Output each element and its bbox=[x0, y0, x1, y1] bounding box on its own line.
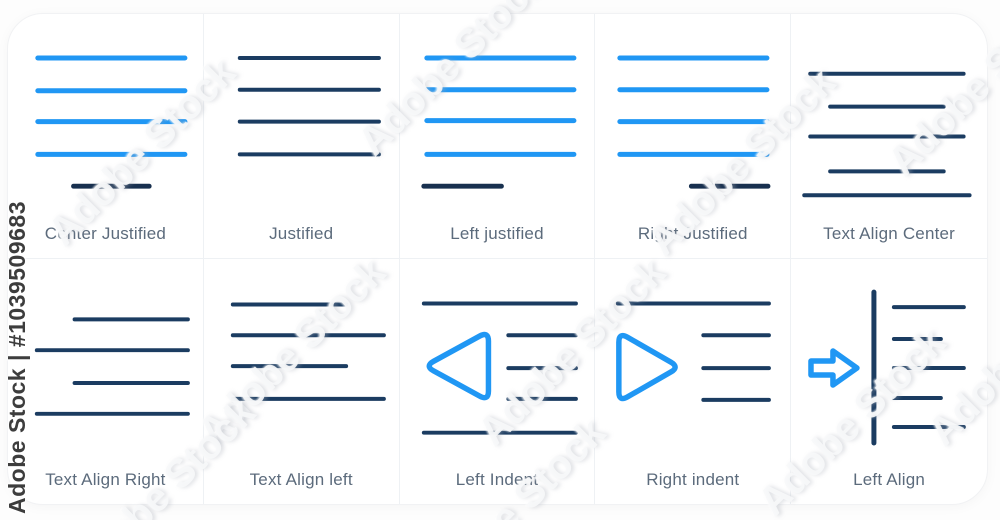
left-triangle-shape bbox=[426, 331, 491, 401]
icon-label: Justified bbox=[269, 224, 334, 243]
icon-cell-right-justified: Right Justified bbox=[595, 14, 792, 259]
text-align-center-icon bbox=[802, 71, 972, 198]
icon-cell-text-align-center: Text Align Center bbox=[791, 14, 987, 259]
left-align-icon bbox=[808, 289, 967, 446]
icon-sheet-card: Center Justified Justified Left justifie… bbox=[7, 13, 988, 505]
right-indent-icon bbox=[616, 301, 772, 402]
icon-cell-text-align-right: Text Align Right bbox=[8, 259, 204, 504]
icon-label: Center Justified bbox=[44, 224, 167, 243]
icon-cell-left-justified: Left justified bbox=[399, 14, 596, 259]
justified-icon bbox=[237, 55, 381, 157]
icon-cell-justified: Justified bbox=[203, 14, 400, 259]
icon-cell-right-indent: Right indent bbox=[595, 259, 792, 504]
right-triangle-shape bbox=[616, 332, 679, 402]
icon-label: Text Align left bbox=[249, 470, 353, 489]
icon-cell-left-indent: Left Indent bbox=[400, 259, 596, 504]
right-arrow-shape bbox=[808, 348, 860, 388]
icon-label: Left justified bbox=[450, 224, 544, 243]
icon-label: Right indent bbox=[646, 470, 740, 489]
icon-label: Left Align bbox=[853, 470, 926, 489]
right-justified-icon bbox=[617, 55, 771, 189]
icon-label: Left Indent bbox=[455, 470, 539, 489]
icon-label: Right Justified bbox=[637, 224, 748, 243]
text-align-right-icon bbox=[34, 317, 190, 416]
icon-cell-text-align-left: Text Align left bbox=[204, 259, 400, 504]
left-indent-icon bbox=[421, 301, 578, 435]
icon-label: Text Align Center bbox=[823, 224, 956, 243]
text-align-left-icon bbox=[230, 302, 386, 401]
icon-label: Text Align Right bbox=[45, 470, 166, 489]
icon-cell-left-align: Left Align bbox=[791, 259, 987, 504]
left-justified-icon bbox=[420, 55, 577, 189]
icon-cell-center-justified: Center Justified bbox=[8, 14, 204, 259]
center-justified-icon bbox=[35, 55, 188, 189]
